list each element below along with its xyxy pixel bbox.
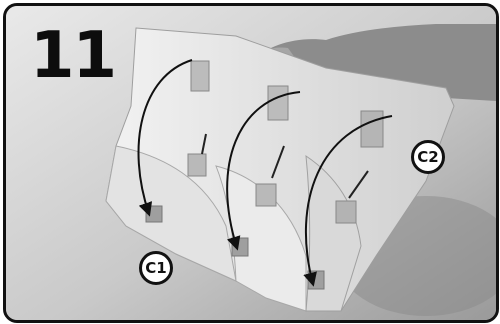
step-number: 11 [30, 24, 115, 88]
instruction-step-frame: 11 C1 C2 [3, 3, 499, 323]
callout-c1: C1 [139, 251, 173, 285]
callout-c2: C2 [411, 140, 445, 174]
